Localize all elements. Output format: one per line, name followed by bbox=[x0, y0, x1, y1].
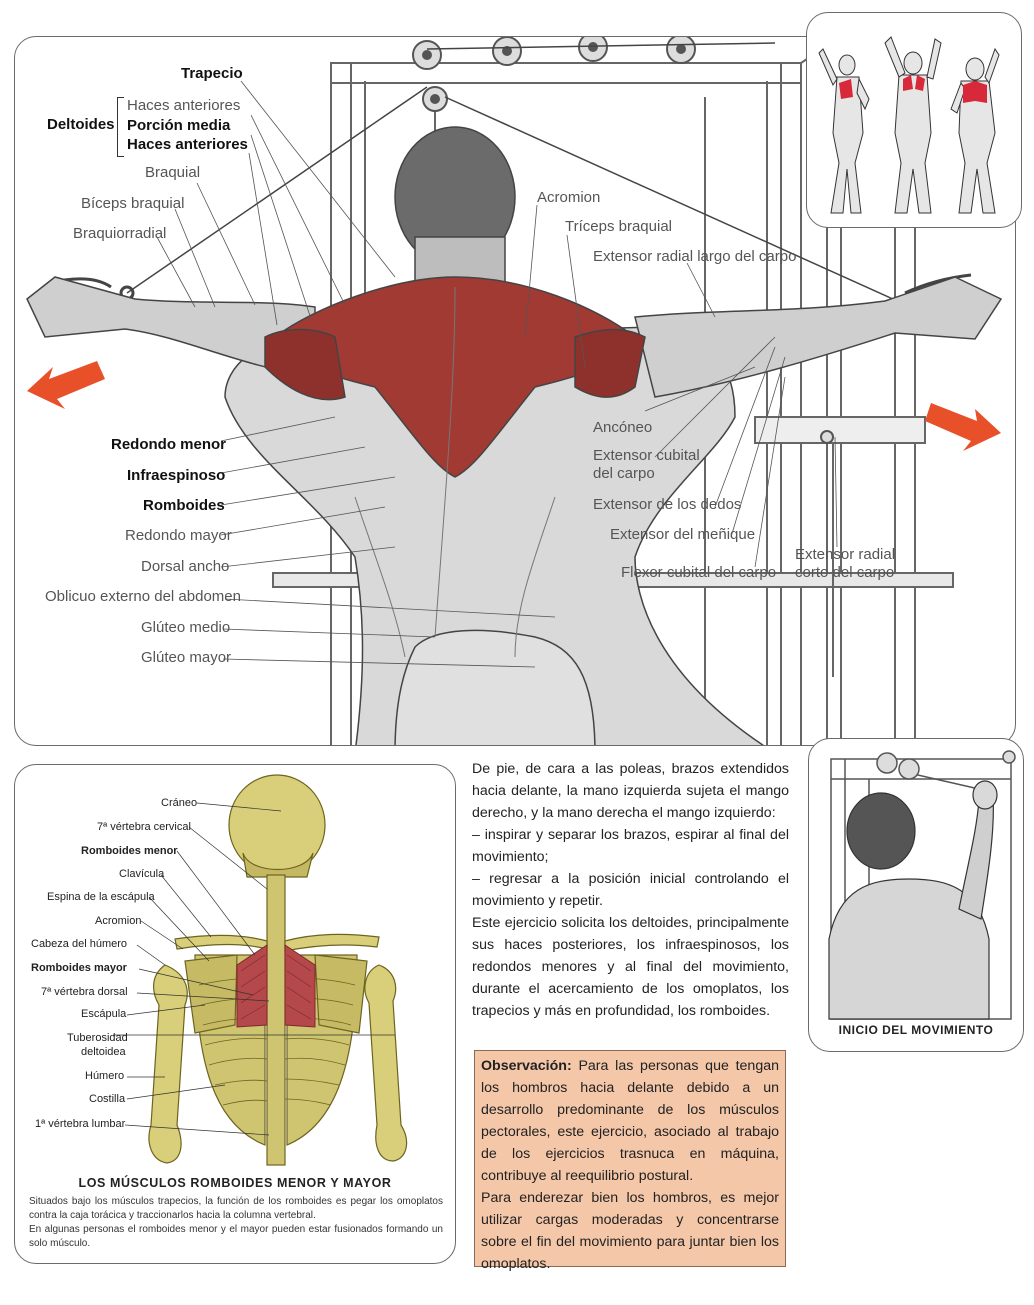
label-espina-escapula: Espina de la escápula bbox=[47, 891, 155, 903]
start-position-illustration bbox=[828, 750, 1016, 1020]
label-romboides-menor: Romboides menor bbox=[81, 845, 178, 857]
label-biceps-braquial: Bíceps braquial bbox=[81, 195, 185, 212]
label-acromion-skeleton: Acromion bbox=[95, 915, 142, 927]
label-trapecio: Trapecio bbox=[181, 65, 243, 82]
label-triceps-braquial: Tríceps braquial bbox=[565, 218, 672, 235]
observation-paragraph-2: Para enderezar bien los hombros, es mejo… bbox=[481, 1190, 779, 1272]
label-clavicula: Clavícula bbox=[119, 868, 165, 880]
observation-title: Observación: bbox=[481, 1058, 572, 1074]
label-flexor-cubital: Flexor cubital del carpo bbox=[621, 564, 777, 581]
observation-text-1: Para las personas que tengan los hombros… bbox=[481, 1058, 779, 1184]
instructions-paragraph-3: – regresar a la posición inicial control… bbox=[472, 871, 789, 909]
label-vertebra-lumbar: 1ª vértebra lumbar bbox=[35, 1118, 126, 1130]
label-infraespinoso: Infraespinoso bbox=[127, 467, 226, 484]
label-extensor-radial-corto-2: corto del carpo bbox=[795, 564, 895, 581]
instructions-paragraph-1: De pie, de cara a las poleas, brazos ext… bbox=[472, 761, 789, 821]
skeleton-rhomboid-figure: Cráneo 7ª vértebra cervical Romboides me… bbox=[14, 764, 456, 1264]
label-tuberosidad-2: deltoidea bbox=[81, 1046, 126, 1058]
observation-paragraph-1: Observación: Para las personas que tenga… bbox=[481, 1055, 779, 1187]
instructions-paragraph-2: – inspirar y separar los brazos, espirar… bbox=[472, 827, 789, 865]
deltoides-bracket bbox=[117, 97, 124, 157]
exercise-instructions: De pie, de cara a las poleas, brazos ext… bbox=[472, 758, 789, 1022]
label-cabeza-humero: Cabeza del húmero bbox=[31, 938, 128, 950]
label-craneo: Cráneo bbox=[161, 797, 198, 809]
start-position-panel: INICIO DEL MOVIMIENTO bbox=[808, 738, 1024, 1052]
label-redondo-menor: Redondo menor bbox=[111, 436, 226, 453]
left-arrow-icon bbox=[27, 361, 105, 409]
label-costilla: Costilla bbox=[89, 1093, 126, 1105]
label-extensor-cubital-1: Extensor cubital bbox=[593, 447, 700, 464]
label-extensor-dedos: Extensor de los dedos bbox=[593, 496, 742, 513]
right-arrow-icon bbox=[925, 403, 1001, 451]
label-gluteo-medio: Glúteo medio bbox=[141, 619, 231, 636]
label-extensor-radial-largo: Extensor radial largo del carpo bbox=[593, 248, 797, 265]
label-haces-anteriores-1: Haces anteriores bbox=[127, 97, 241, 114]
skeleton-desc-paragraph-2: En algunas personas el romboides menor y… bbox=[29, 1224, 443, 1249]
muscle-overview-thumbnail bbox=[806, 12, 1022, 228]
skeleton-description: Situados bajo los músculos trapecios, la… bbox=[29, 1195, 443, 1251]
label-deltoides: Deltoides bbox=[47, 116, 115, 133]
label-tuberosidad-1: Tuberosidad bbox=[67, 1032, 128, 1044]
label-extensor-cubital-2: del carpo bbox=[593, 465, 655, 482]
label-braquiorradial: Braquiorradial bbox=[73, 225, 167, 242]
three-figures-illustration bbox=[818, 36, 1000, 214]
label-romboides-mayor: Romboides mayor bbox=[31, 962, 127, 974]
skeleton-illustration bbox=[113, 774, 408, 1166]
label-porcion-media: Porción media bbox=[127, 117, 231, 134]
start-position-caption: INICIO DEL MOVIMIENTO bbox=[838, 1023, 994, 1037]
label-haces-anteriores-2: Haces anteriores bbox=[127, 136, 248, 153]
label-humero: Húmero bbox=[85, 1070, 125, 1082]
label-acromion: Acromion bbox=[537, 189, 601, 206]
label-dorsal-ancho: Dorsal ancho bbox=[141, 558, 230, 575]
label-romboides: Romboides bbox=[143, 497, 225, 514]
observation-box: Observación: Para las personas que tenga… bbox=[474, 1050, 786, 1272]
label-extensor-menique: Extensor del meñique bbox=[610, 526, 756, 543]
cable-machine-illustration bbox=[26, 37, 1003, 745]
label-braquial: Braquial bbox=[145, 164, 201, 181]
instructions-paragraph-4: Este ejercicio solicita los deltoides, p… bbox=[472, 915, 789, 1019]
label-extensor-radial-corto-1: Extensor radial bbox=[795, 546, 896, 563]
skeleton-title: LOS MÚSCULOS ROMBOIDES MENOR Y MAYOR bbox=[78, 1176, 392, 1190]
label-vertebra-dorsal: 7ª vértebra dorsal bbox=[41, 986, 128, 998]
skeleton-desc-paragraph-1: Situados bajo los músculos trapecios, la… bbox=[29, 1196, 443, 1221]
label-oblicuo-externo: Oblicuo externo del abdomen bbox=[45, 588, 241, 605]
label-gluteo-mayor: Glúteo mayor bbox=[141, 649, 232, 666]
label-vertebra-cervical: 7ª vértebra cervical bbox=[97, 821, 191, 833]
label-anconeo: Ancóneo bbox=[593, 419, 653, 436]
label-redondo-mayor: Redondo mayor bbox=[125, 527, 232, 544]
label-escapula: Escápula bbox=[81, 1008, 127, 1020]
